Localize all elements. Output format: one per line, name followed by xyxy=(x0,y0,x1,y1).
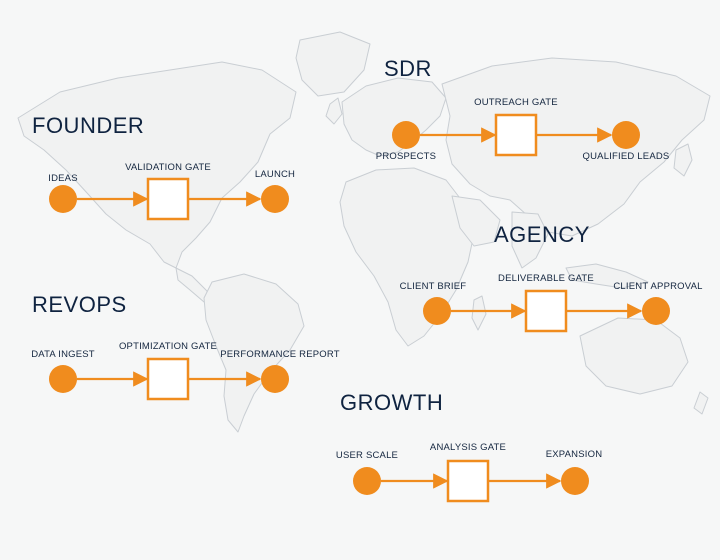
australia-outline xyxy=(579,317,689,395)
analysis-gate-label: ANALYSIS GATE xyxy=(430,442,506,453)
flow-title: GROWTH xyxy=(340,390,443,415)
client-approval-node xyxy=(642,297,670,325)
revops-flow: REVOPS DATA INGEST OPTIMIZATION GATEPERFOR… xyxy=(31,292,340,401)
performance-report-node xyxy=(261,365,289,393)
japan-outline xyxy=(673,143,693,177)
north-america-outline xyxy=(17,61,297,269)
expansion-node xyxy=(561,467,589,495)
founder-flow: FOUNDER IDEAS VALIDATION GATE LAUNCH xyxy=(32,113,295,221)
deliverable-gate-box xyxy=(524,289,568,333)
expansion-label: EXPANSION xyxy=(546,449,603,460)
analysis-gate-box xyxy=(446,459,490,503)
user-scale-node xyxy=(353,467,381,495)
client-brief-label: CLIENT BRIEF xyxy=(400,281,467,292)
validation-gate-label: VALIDATION GATE xyxy=(125,162,211,173)
indonesia-outline xyxy=(565,263,649,289)
validation-gate-box xyxy=(146,177,190,221)
optimization-gate-box xyxy=(146,357,190,401)
ideas-node xyxy=(49,185,77,213)
madagascar-outline xyxy=(471,295,487,331)
data-ingest-node xyxy=(49,365,77,393)
ideas-label: IDEAS xyxy=(48,173,78,184)
deliverable-gate-label: DELIVERABLE GATE xyxy=(498,273,594,284)
sdr-flow: SDR PROSPECTS OUTREACH GATE QUALIFIED LEADS xyxy=(376,56,670,162)
client-brief-node xyxy=(423,297,451,325)
uk-outline xyxy=(325,97,343,125)
flow-title: FOUNDER xyxy=(32,113,144,138)
flow-title: SDR xyxy=(384,56,432,81)
growth-flow: GROWTH USER SCALE ANALYSIS GATE EXPANSION xyxy=(336,390,603,503)
launch-label: LAUNCH xyxy=(255,169,295,180)
launch-node xyxy=(261,185,289,213)
optimization-gate-label: OPTIMIZATION GATE xyxy=(119,341,217,352)
outreach-gate-label: OUTREACH GATE xyxy=(474,97,558,108)
qualified-leads-label: QUALIFIED LEADS xyxy=(583,151,670,162)
south-america-outline xyxy=(203,273,305,433)
qualified-leads-node xyxy=(612,121,640,149)
india-outline xyxy=(511,211,549,269)
prospects-label: PROSPECTS xyxy=(376,151,436,162)
agency-flow: AGENCY CLIENT BRIEF DELIVERABLE GATE CLIENT… xyxy=(400,222,702,333)
prospects-node xyxy=(392,121,420,149)
greenland-outline xyxy=(295,31,371,97)
flow-title: AGENCY xyxy=(494,222,590,247)
performance-report-label: PERFORMANCE REPORT xyxy=(220,349,340,360)
user-scale-label: USER SCALE xyxy=(336,450,398,461)
arabia-outline xyxy=(451,195,501,247)
flow-title: REVOPS xyxy=(32,292,127,317)
asia-outline xyxy=(441,57,711,237)
outreach-gate-box xyxy=(494,113,538,157)
client-approval-label: CLIENT APPROVAL xyxy=(613,281,702,292)
data-ingest-label: DATA INGEST xyxy=(31,349,95,360)
new-zealand-outline xyxy=(693,391,709,415)
